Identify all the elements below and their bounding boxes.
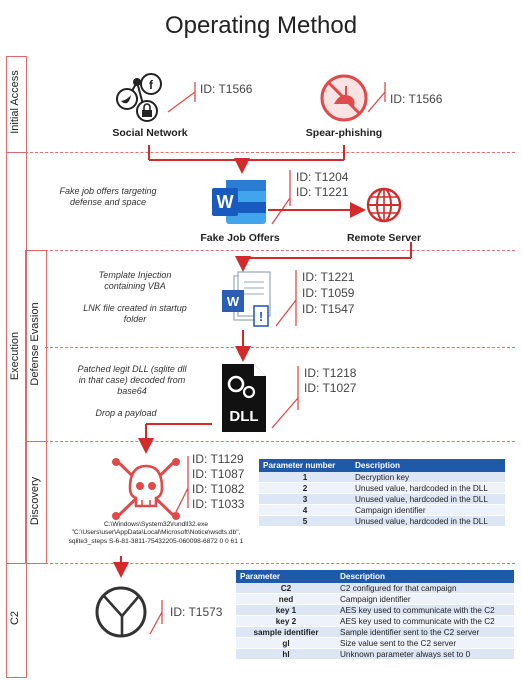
table-cell: 1 [259,472,351,483]
template-injection-note: Template Injection containing VBA [98,270,172,291]
svg-text:f: f [149,78,154,92]
table-cell: C2 [236,583,336,594]
column-header: Description [351,459,505,472]
command-line-2: "C:\Users\user\AppData\Local\Microsoft\N… [71,529,241,537]
table-cell: Size value sent to the C2 server [336,637,514,649]
fake-job-label: Fake Job Offers [200,232,280,244]
c2-id: ID: T1573 [170,605,223,619]
table-cell: hl [236,648,336,660]
social-network-icon: f [116,73,162,122]
svg-text:W: W [217,192,234,212]
table-cell: Unused value, hardcoded in the DLL [351,493,505,505]
evasion-id-2: ID: T1059 [302,286,355,300]
svg-text:!: ! [259,309,263,324]
drop-payload-note: Drop a payload [95,408,157,418]
remote-server-label: Remote Server [346,232,422,244]
table-cell: Decryption key [351,472,505,483]
discovery-id-2: ID: T1087 [192,467,245,481]
column-header: Parameter number [259,459,351,472]
skull-crossbones-icon [112,458,180,520]
table-cell: Sample identifier sent to the C2 server [336,626,514,638]
evasion-id-5: ID: T1027 [304,381,357,395]
discovery-id-3: ID: T1082 [192,482,245,496]
table-cell: 4 [259,504,351,516]
execution-id-2: ID: T1221 [296,185,349,199]
table-cell: AES key used to communicate with the C2 [336,615,514,627]
evasion-id-3: ID: T1547 [302,302,355,316]
patched-dll-note: Patched legit DLL (sqlite dll in that ca… [77,364,187,396]
phishing-hook-icon [320,74,368,122]
rundll-command: C:\Windows\System32\rundll32.exe "C:\Use… [46,521,266,546]
discovery-id-1: ID: T1129 [192,452,244,466]
table-cell: Unused value, hardcoded in the DLL [351,515,505,527]
separator-evasion-discovery [45,441,515,442]
table-cell: 5 [259,515,351,527]
execution-note: Fake job offers targeting defense and sp… [59,186,157,207]
table-cell: Unknown parameter always set to 0 [336,648,514,660]
table-cell: key 1 [236,604,336,616]
evasion-id-4: ID: T1218 [304,366,357,380]
spear-phishing-label: Spear-phishing [305,127,383,139]
table-cell: gl [236,637,336,649]
globe-icon [366,187,402,223]
separator-initial-execution [25,152,515,153]
separator-evasion-inner [45,347,515,348]
spear-phishing-id: ID: T1566 [390,92,443,106]
table-cell: AES key used to communicate with the C2 [336,604,514,616]
execution-id-1: ID: T1204 [296,170,349,184]
word-template-icon: W ! [222,271,271,327]
table-cell: 3 [259,493,351,505]
table-cell: ned [236,593,336,605]
table-cell: Unused value, hardcoded in the DLL [351,482,505,494]
table-cell: 2 [259,482,351,494]
column-header: Description [336,570,514,583]
dll-file-label: DLL [229,408,259,425]
word-document-icon: W [212,180,266,224]
lnk-file-note: LNK file created in startup folder [83,303,187,324]
svg-text:W: W [227,294,240,309]
separator-discovery-c2 [25,563,515,564]
table-cell: Campaign identifier [351,504,505,516]
table-cell: sample identifier [236,626,336,638]
column-header: Parameter [236,570,336,583]
dll-file-icon [222,364,266,432]
social-network-label: Social Network [112,127,188,139]
social-network-id: ID: T1566 [200,82,253,96]
table-cell: key 2 [236,615,336,627]
discovery-id-4: ID: T1033 [192,497,245,511]
page-title: Operating Method [164,12,358,39]
evasion-id-1: ID: T1221 [302,270,355,284]
table-cell: C2 configured for that campaign [336,583,514,594]
table-cell: Campaign identifier [336,593,514,605]
command-line-3: sqlite3_steps S-6-81-3811-75432205-06009… [68,537,244,545]
network-globe-icon [95,586,147,638]
separator-execution-evasion [45,250,515,251]
phase-c2 [6,563,27,678]
command-line-1: C:\Windows\System32\rundll32.exe [103,521,209,528]
